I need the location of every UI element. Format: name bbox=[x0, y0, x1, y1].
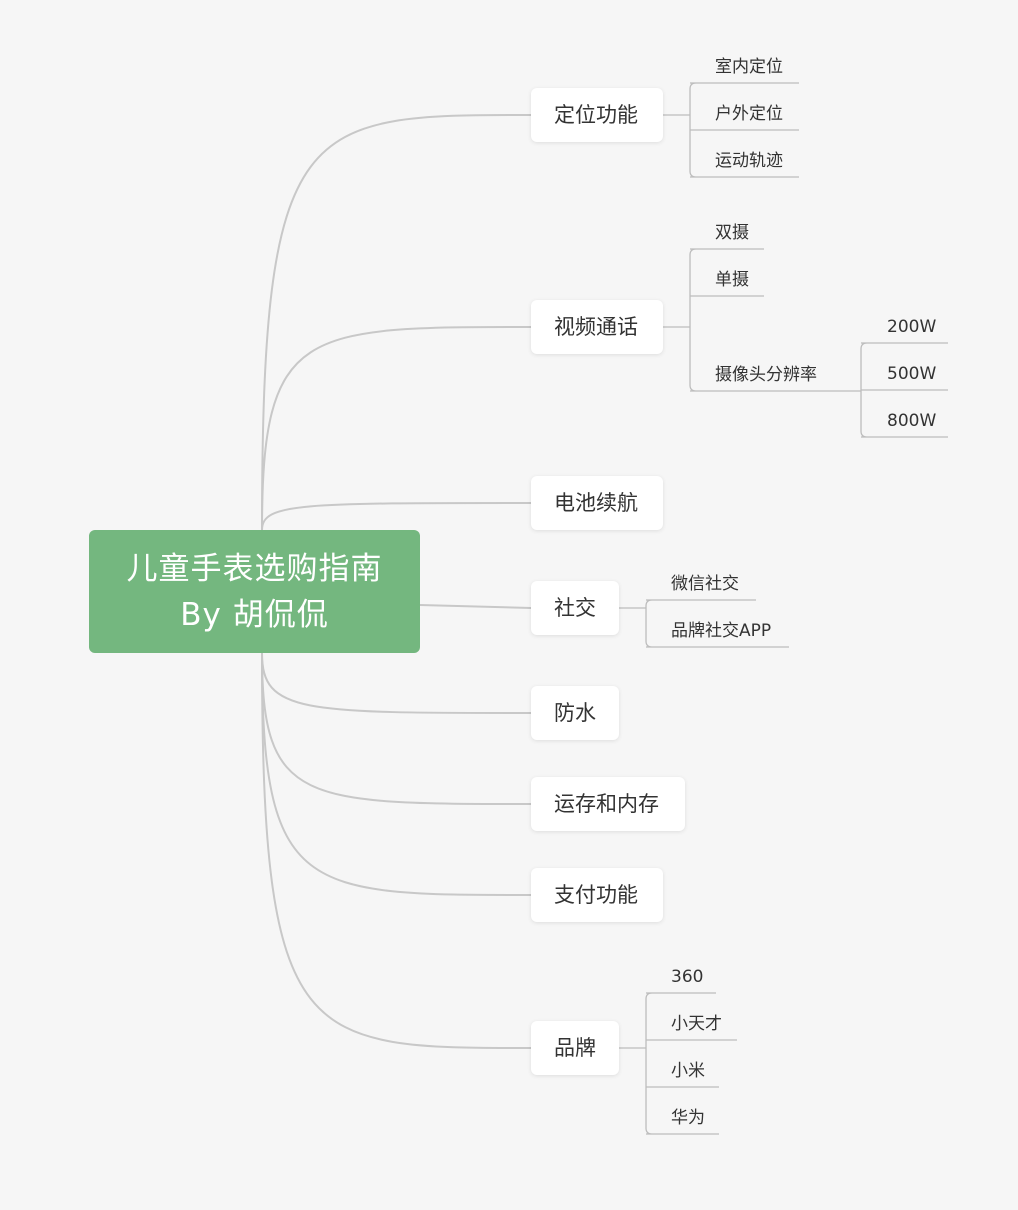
connector-root-b3 bbox=[419, 604, 532, 609]
connector-root-b1 bbox=[261, 326, 532, 531]
bracket-brand bbox=[619, 992, 737, 1135]
bracket-location bbox=[663, 82, 799, 178]
leaf-brand-360[interactable]: 360 bbox=[671, 967, 704, 987]
branch-battery[interactable]: 电池续航 bbox=[531, 476, 663, 530]
connector-root-b6 bbox=[261, 652, 532, 896]
branch-payment[interactable]: 支付功能 bbox=[531, 868, 663, 922]
connector-root-b2 bbox=[261, 502, 532, 531]
bracket-video-call bbox=[663, 248, 861, 392]
connector-root-b4 bbox=[261, 652, 532, 714]
connector-root-b5 bbox=[261, 652, 532, 805]
bracket-social bbox=[619, 599, 789, 648]
leaf-brand-xiaomi[interactable]: 小米 bbox=[671, 1061, 705, 1081]
branch-social[interactable]: 社交 bbox=[531, 581, 619, 635]
leaf-resolution-200w[interactable]: 200W bbox=[887, 317, 937, 337]
leaf-resolution-500w[interactable]: 500W bbox=[887, 364, 937, 384]
leaf-motion-track[interactable]: 运动轨迹 bbox=[715, 151, 783, 171]
leaf-indoor-location[interactable]: 室内定位 bbox=[715, 57, 783, 77]
connector-root-b7 bbox=[261, 652, 532, 1049]
root-title: 儿童手表选购指南 bbox=[126, 551, 383, 587]
branch-location[interactable]: 定位功能 bbox=[531, 88, 663, 142]
branch-memory[interactable]: 运存和内存 bbox=[531, 777, 685, 831]
leaf-single-camera[interactable]: 单摄 bbox=[715, 270, 749, 290]
leaf-brand-huawei[interactable]: 华为 bbox=[671, 1108, 705, 1128]
bracket-resolution bbox=[860, 342, 948, 438]
branch-brand[interactable]: 品牌 bbox=[531, 1021, 619, 1075]
root-node[interactable]: 儿童手表选购指南 By 胡侃侃 bbox=[89, 530, 420, 653]
leaf-wechat-social[interactable]: 微信社交 bbox=[671, 574, 739, 594]
leaf-camera-resolution[interactable]: 摄像头分辨率 bbox=[715, 365, 817, 385]
branch-video-call[interactable]: 视频通话 bbox=[531, 300, 663, 354]
branch-waterproof[interactable]: 防水 bbox=[531, 686, 619, 740]
leaf-resolution-800w[interactable]: 800W bbox=[887, 411, 937, 431]
leaf-outdoor-location[interactable]: 户外定位 bbox=[715, 104, 783, 124]
leaf-brand-social-app[interactable]: 品牌社交APP bbox=[671, 621, 772, 641]
root-subtitle: By 胡侃侃 bbox=[180, 597, 329, 633]
connector-root-b0 bbox=[261, 114, 532, 531]
leaf-brand-xiaotiancai[interactable]: 小天才 bbox=[671, 1014, 722, 1034]
leaf-dual-camera[interactable]: 双摄 bbox=[715, 223, 749, 243]
